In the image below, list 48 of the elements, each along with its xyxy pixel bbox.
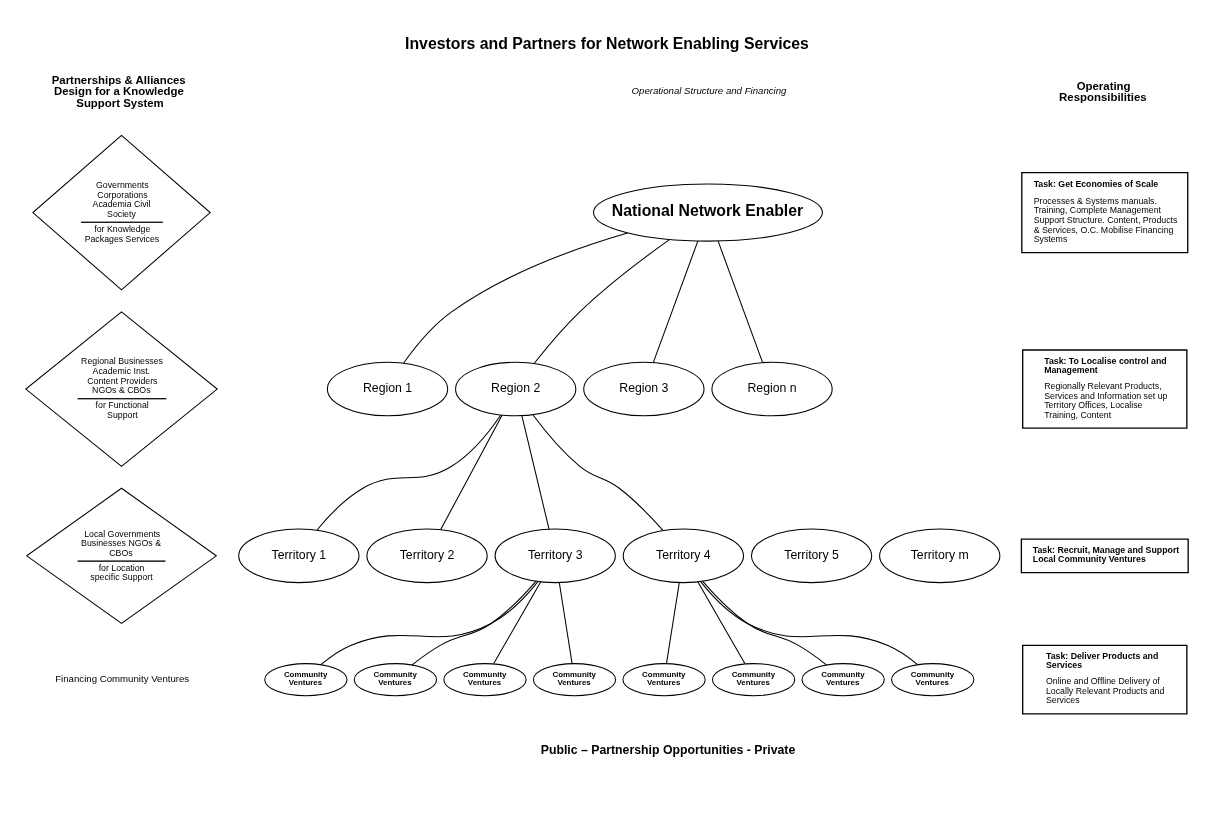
connector [403, 232, 628, 364]
node-box: Task: Recruit, Manage and Support Local Community Ventures [1020, 538, 1189, 574]
node-diamond: Regional Businesses Academic Inst. Content Providers NGOs & CBOs for Functional Support [25, 311, 219, 467]
label: Partnerships & Alliances Design for a Knowledge Support System [51, 73, 186, 109]
label: Operational Structure and Financing [631, 85, 787, 97]
connector [493, 581, 542, 665]
node-ellipse: Community Ventures [711, 663, 796, 697]
node-ellipse: Region 2 [455, 361, 577, 417]
node-ellipse: Territory m [879, 528, 1001, 584]
label: Operating Responsibilities [1059, 79, 1147, 104]
diagram-title: Investors and Partners for Network Enabling Services [405, 34, 809, 52]
node-diamond: Governments Corporations Academia Civil Society for Knowledge Packages Services [32, 134, 211, 291]
connector [558, 582, 573, 664]
connector [717, 240, 764, 363]
node-box: Task: To Localise control and Management Regionally Relevant Products, Services and Information set up Territory Offices, Localise Training, Content [1022, 349, 1188, 429]
connector [411, 580, 537, 666]
connector [320, 581, 539, 665]
connector [533, 239, 670, 364]
node-ellipse: Region 3 [583, 361, 705, 417]
connector [532, 414, 664, 531]
connector [665, 582, 680, 664]
connector [316, 414, 502, 531]
node-diamond: Local Governments Businesses NGOs & CBOs for Location specific Support [25, 487, 218, 625]
node-ellipse: Community Ventures [622, 663, 706, 697]
node-ellipse: Territory 1 [238, 528, 360, 584]
connector [702, 580, 827, 666]
node-ellipse: Region n [711, 361, 833, 417]
connector [521, 415, 550, 530]
label: Financing Community Ventures [55, 673, 190, 685]
node-ellipse: Region 1 [326, 361, 449, 417]
connector [700, 581, 918, 665]
node-box: Task: Deliver Products and Services Online and Offline Delivery of Locally Relevant Products and Services [1022, 644, 1188, 715]
node-ellipse: Community Ventures [891, 663, 975, 697]
connector [652, 240, 699, 363]
connector [697, 581, 746, 665]
connector [440, 414, 503, 531]
node-ellipse: Territory 4 [622, 528, 745, 584]
node-ellipse: Community Ventures [801, 663, 885, 697]
label: Public – Partnership Opportunities - Private [540, 743, 796, 758]
node-ellipse: Community Ventures [532, 663, 617, 697]
node-ellipse: Community Ventures [264, 663, 348, 697]
node-ellipse: Territory 5 [750, 528, 873, 584]
node-ellipse: Community Ventures [443, 663, 527, 697]
node-box: Task: Get Economies of Scale Processes & Systems manuals. Training, Complete Management Support Structure. Content, Products & Services, O.C. Mobilise Financing Systems [1021, 172, 1189, 254]
node-ellipse: National Network Enabler [592, 183, 823, 242]
node-ellipse: Community Ventures [353, 663, 438, 697]
node-ellipse: Territory 2 [366, 528, 488, 584]
node-ellipse: Territory 3 [494, 528, 616, 584]
